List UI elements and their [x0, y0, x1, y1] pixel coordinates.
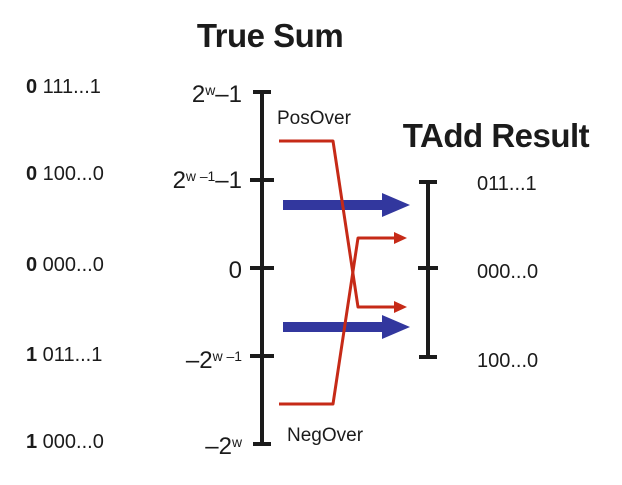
- tadd-label-100-0: 100...0: [477, 350, 539, 372]
- msb-bit: 0: [26, 163, 38, 185]
- true-sum-axis: [250, 90, 274, 446]
- negover-arrowhead-icon: [394, 232, 407, 244]
- msb-bit: 0: [26, 254, 38, 276]
- msb-bit: 0: [26, 76, 38, 98]
- true-sum-label-zero: 0: [228, 257, 242, 284]
- tadd-result-axis: [418, 180, 438, 359]
- binary-label-0111-1: 0 111...1: [26, 76, 101, 99]
- bit-pattern: 111...1: [37, 76, 101, 98]
- binary-label-0100-0: 0 100...0: [26, 163, 104, 186]
- tadd-label-000-0: 000...0: [477, 261, 539, 283]
- posover-line: [279, 139, 407, 313]
- bit-pattern: 100...0: [37, 163, 104, 185]
- bit-pattern: 000...0: [37, 254, 104, 276]
- true-sum-label-neg2w: –2w: [205, 433, 242, 460]
- blue-arrow-upper: [283, 193, 410, 217]
- negover-line: [279, 232, 407, 406]
- negover-label: NegOver: [287, 425, 364, 446]
- true-sum-label-2w-1: 2w–1: [191, 81, 242, 108]
- true-sum-label-neg2w1: –2w –1: [185, 347, 242, 374]
- binary-label-0000-0: 0 000...0: [26, 254, 104, 277]
- msb-bit: 1: [26, 431, 38, 453]
- tadd-result-title: TAdd Result: [402, 117, 590, 154]
- binary-label-1000-0: 1 000...0: [26, 431, 104, 454]
- binary-label-1011-1: 1 011...1: [26, 344, 102, 367]
- msb-bit: 1: [26, 344, 38, 366]
- blue-arrow-lower: [283, 315, 410, 339]
- bit-pattern: 000...0: [37, 431, 104, 453]
- posover-arrowhead-icon: [394, 301, 407, 313]
- posover-label: PosOver: [277, 108, 351, 129]
- true-sum-label-2w1-1: 2w –1–1: [172, 167, 242, 194]
- true-sum-title: True Sum: [196, 17, 344, 54]
- tadd-label-011-1: 011...1: [477, 173, 537, 195]
- bit-pattern: 011...1: [37, 344, 103, 366]
